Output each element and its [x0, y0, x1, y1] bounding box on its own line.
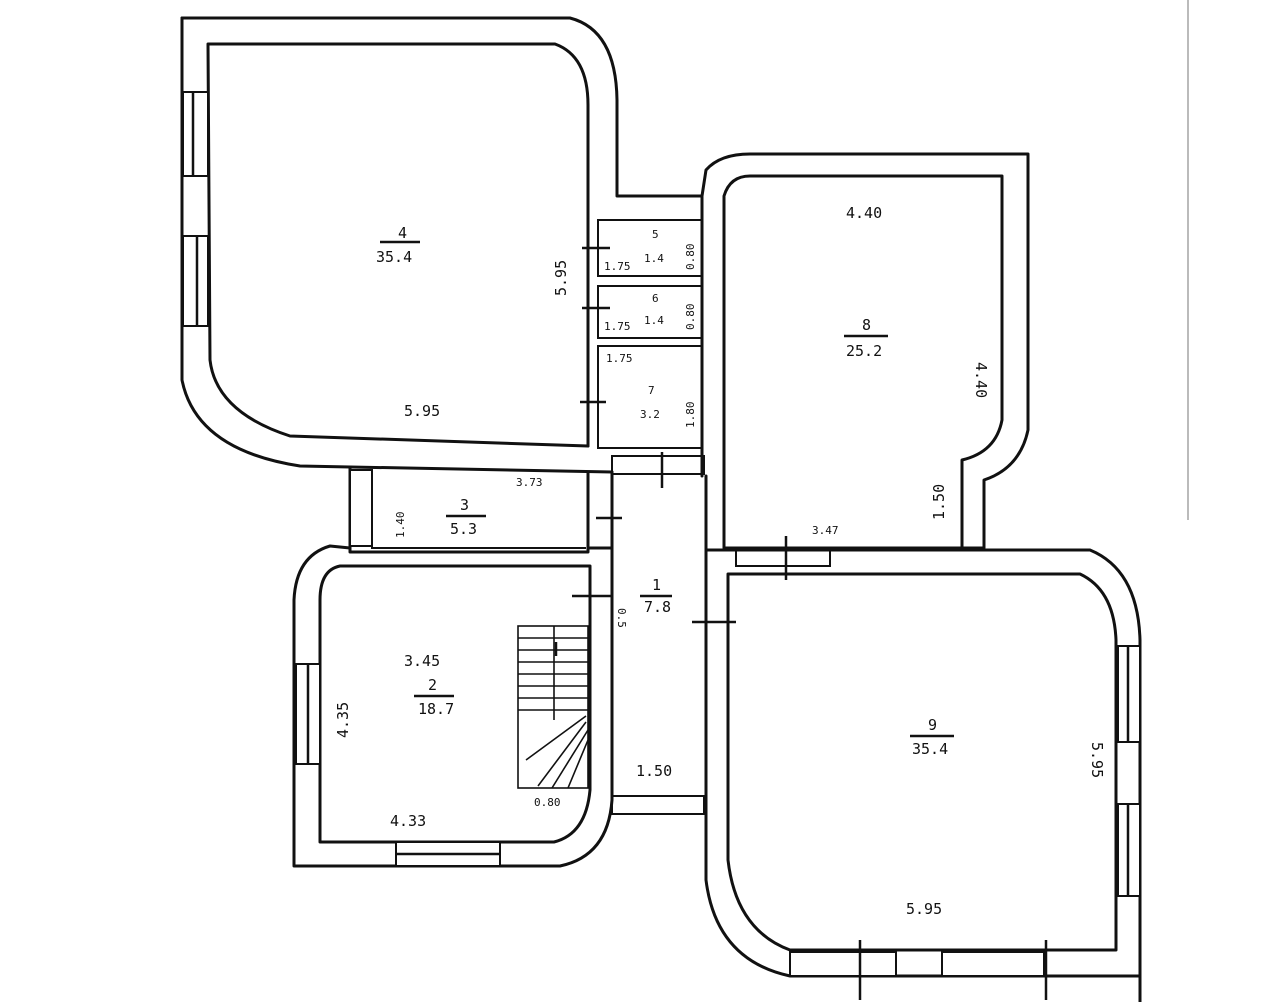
dim-room-8-side: 4.40 [972, 362, 990, 398]
dim-room-8-step: 1.50 [930, 484, 948, 520]
dim-room-3-height: 1.40 [394, 512, 407, 539]
room-5-number: 5 [652, 228, 659, 241]
room-9-number: 9 [928, 716, 937, 734]
room-3-area: 5.3 [450, 520, 477, 538]
dim-room-7-width: 1.75 [606, 352, 633, 365]
dim-room-8-bottom: 3.47 [812, 524, 839, 537]
dim-room-4-height: 5.95 [552, 260, 570, 296]
room-8-number: 8 [862, 316, 871, 334]
room-2-area: 18.7 [418, 700, 454, 718]
staircase [517, 625, 589, 789]
room-4-window-lower [182, 235, 209, 327]
room-4-area: 35.4 [376, 248, 412, 266]
dim-room-9-side: 5.95 [1088, 742, 1106, 778]
stair-steps [518, 626, 589, 789]
room-8-door [735, 547, 831, 567]
room-6-area: 1.4 [644, 314, 664, 327]
room-4-inner-wall [206, 42, 590, 448]
dim-room-2-top: 3.45 [404, 652, 440, 670]
dim-room-5-width: 1.75 [604, 260, 631, 273]
dim-room-2-bottom: 4.33 [390, 812, 426, 830]
dim-corridor-width: 1.50 [636, 762, 672, 780]
dim-room-1-height: 0.5 [615, 608, 628, 628]
room-8-outer-wall [700, 152, 1030, 550]
room-8-inner-wall [722, 174, 1004, 550]
dim-room-2-side: 4.35 [334, 702, 352, 738]
room-2-inner-wall [318, 564, 592, 844]
dim-room-8-top: 4.40 [846, 204, 882, 222]
room-9-area: 35.4 [912, 740, 948, 758]
room-5-area: 1.4 [644, 252, 664, 265]
corridor-window [611, 795, 705, 815]
room-7-area: 3.2 [640, 408, 660, 421]
room-7-number: 7 [648, 384, 655, 397]
room-1-area: 7.8 [644, 598, 671, 616]
dim-room-6-height: 0.80 [684, 304, 697, 331]
dim-room-7-height: 1.80 [684, 402, 697, 429]
dim-room-9-bottom: 5.95 [906, 900, 942, 918]
room-9-window-bottom-right [941, 951, 1045, 977]
room-9-outer-bottom [704, 808, 1142, 978]
room-4-window-upper [182, 91, 209, 177]
room-3-number: 3 [460, 496, 469, 514]
room-6-number: 6 [652, 292, 659, 305]
room-9-inner-wall [726, 572, 1118, 952]
room-8-area: 25.2 [846, 342, 882, 360]
dim-room-4-width: 5.95 [404, 402, 440, 420]
room-9-outer-wall [704, 548, 1142, 1002]
room-4-outer-left [180, 16, 614, 474]
room-9-window-bottom-left [789, 951, 897, 977]
dim-stair-width: 0.80 [534, 796, 561, 809]
room-4-number: 4 [398, 224, 407, 242]
room-2-outer-wall [292, 544, 614, 868]
room-2-number: 2 [428, 676, 437, 694]
corridor-opening [611, 455, 705, 475]
room-1-number: 1 [652, 576, 661, 594]
room-4-outer-wall [180, 16, 704, 198]
room-3-window [349, 469, 373, 547]
dim-room-5-height: 0.80 [684, 244, 697, 271]
dim-room-6-width: 1.75 [604, 320, 631, 333]
dim-room-3-width: 3.73 [516, 476, 543, 489]
